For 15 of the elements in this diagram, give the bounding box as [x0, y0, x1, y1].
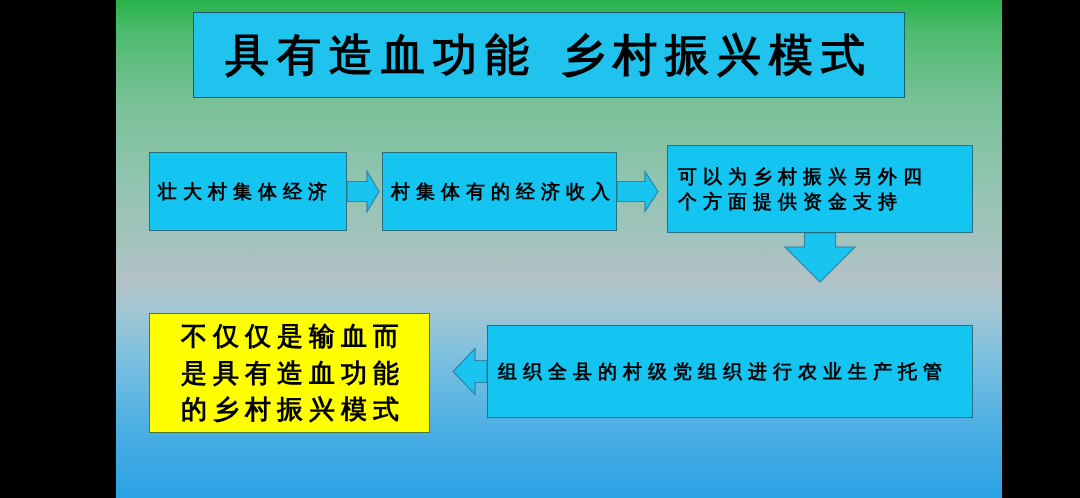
block-arrow [783, 232, 857, 283]
process-box [382, 152, 617, 231]
block-arrow [452, 347, 488, 396]
box-text: 不仅仅是输血而是具有造血功能的乡村振兴模式 [179, 319, 406, 427]
box-text: 壮大村集体经济 [158, 179, 333, 204]
process-box [149, 152, 347, 231]
block-arrow [616, 169, 659, 214]
title-text: 具有造血功能 乡村振兴模式 [225, 27, 873, 82]
box-text: 村集体有的经济收入 [391, 179, 616, 204]
box-text: 可以为乡村振兴另外四个方面提供资金支持 [678, 164, 929, 214]
conclusion-box [149, 313, 430, 433]
process-box [487, 325, 973, 418]
box-text: 组织全县的村级党组织进行农业生产托管 [498, 359, 948, 384]
block-arrow [346, 169, 380, 214]
process-box [667, 145, 973, 233]
